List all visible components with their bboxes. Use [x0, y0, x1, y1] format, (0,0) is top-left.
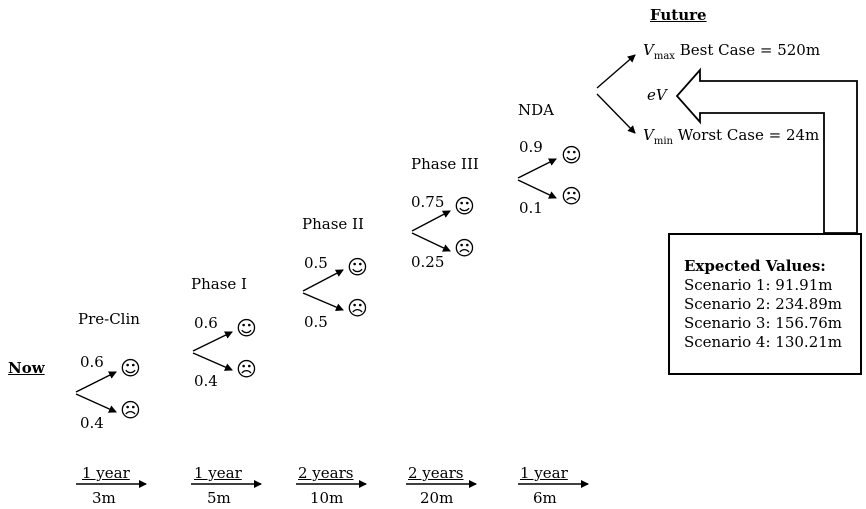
phase3-down-arrow	[411, 232, 451, 252]
timeline-duration-1: 1 year	[82, 464, 130, 482]
timeline-duration-2: 1 year	[194, 464, 242, 482]
nda-prob-down: 0.1	[519, 199, 543, 217]
vmax-label: Vmax Best Case = 520m	[643, 43, 820, 62]
phase1-up-arrow	[192, 331, 233, 352]
timeline-cost-4: 20m	[420, 489, 454, 507]
phase3-up-arrow	[411, 210, 451, 232]
nda-prob-up: 0.9	[519, 138, 543, 156]
vmin-symbol: V	[643, 126, 654, 144]
stage-name-phase1: Phase I	[191, 275, 247, 293]
timeline-cost-2: 5m	[207, 489, 231, 507]
phase2-prob-up: 0.5	[304, 254, 328, 272]
worst-case-text: Worst Case = 24m	[677, 126, 820, 144]
phase2-down-arrow	[302, 292, 344, 311]
smiley-icon: ☺	[561, 143, 582, 167]
timeline-cost-3: 10m	[310, 489, 344, 507]
smiley-icon: ☺	[454, 194, 475, 218]
ev-label: eV	[647, 86, 667, 104]
nda-down-arrow	[517, 179, 557, 199]
stage-name-nda: NDA	[518, 101, 554, 119]
timeline-cost-1: 3m	[92, 489, 116, 507]
preclin-prob-down: 0.4	[80, 414, 104, 432]
vmax-symbol: V	[643, 41, 654, 59]
phase1-down-arrow	[192, 352, 233, 371]
phase1-prob-up: 0.6	[194, 314, 218, 332]
stage-name-preclin: Pre-Clin	[78, 310, 140, 328]
scenario-4: Scenario 4: 130.21m	[684, 333, 842, 351]
now-label: Now	[8, 359, 45, 377]
preclin-down-arrow	[75, 393, 117, 413]
vmin-label: Vmin Worst Case = 24m	[643, 128, 819, 147]
preclin-prob-up: 0.6	[80, 353, 104, 371]
future-down-arrow	[596, 93, 636, 134]
future-up-arrow	[596, 54, 636, 89]
vmin-subscript: min	[653, 136, 673, 147]
scenario-1: Scenario 1: 91.91m	[684, 276, 833, 294]
timeline-duration-5: 1 year	[520, 464, 568, 482]
best-case-text: Best Case = 520m	[679, 41, 821, 59]
timeline-cost-5: 6m	[533, 489, 557, 507]
expected-value-hollow-arrow	[675, 67, 858, 234]
expected-values-box: Expected Values: Scenario 1: 91.91m Scen…	[668, 233, 862, 375]
smiley-icon: ☺	[236, 316, 257, 340]
phase1-prob-down: 0.4	[194, 372, 218, 390]
phase2-prob-down: 0.5	[304, 313, 328, 331]
vmax-subscript: max	[653, 51, 675, 62]
frown-icon: ☹	[454, 236, 475, 260]
phase3-prob-down: 0.25	[411, 253, 445, 271]
frown-icon: ☹	[236, 357, 257, 381]
smiley-icon: ☺	[120, 356, 141, 380]
stage-name-phase3: Phase III	[411, 155, 479, 173]
scenario-3: Scenario 3: 156.76m	[684, 314, 842, 332]
future-label: Future	[650, 6, 707, 24]
preclin-up-arrow	[75, 371, 117, 393]
expected-values-title: Expected Values:	[684, 257, 826, 275]
nda-up-arrow	[517, 158, 557, 179]
phase2-up-arrow	[302, 269, 344, 292]
phase3-prob-up: 0.75	[411, 193, 445, 211]
timeline-duration-3: 2 years	[298, 464, 354, 482]
timeline-duration-4: 2 years	[408, 464, 464, 482]
scenario-2: Scenario 2: 234.89m	[684, 295, 842, 313]
frown-icon: ☹	[561, 184, 582, 208]
frown-icon: ☹	[347, 296, 368, 320]
stage-name-phase2: Phase II	[302, 215, 364, 233]
smiley-icon: ☺	[347, 255, 368, 279]
frown-icon: ☹	[120, 398, 141, 422]
